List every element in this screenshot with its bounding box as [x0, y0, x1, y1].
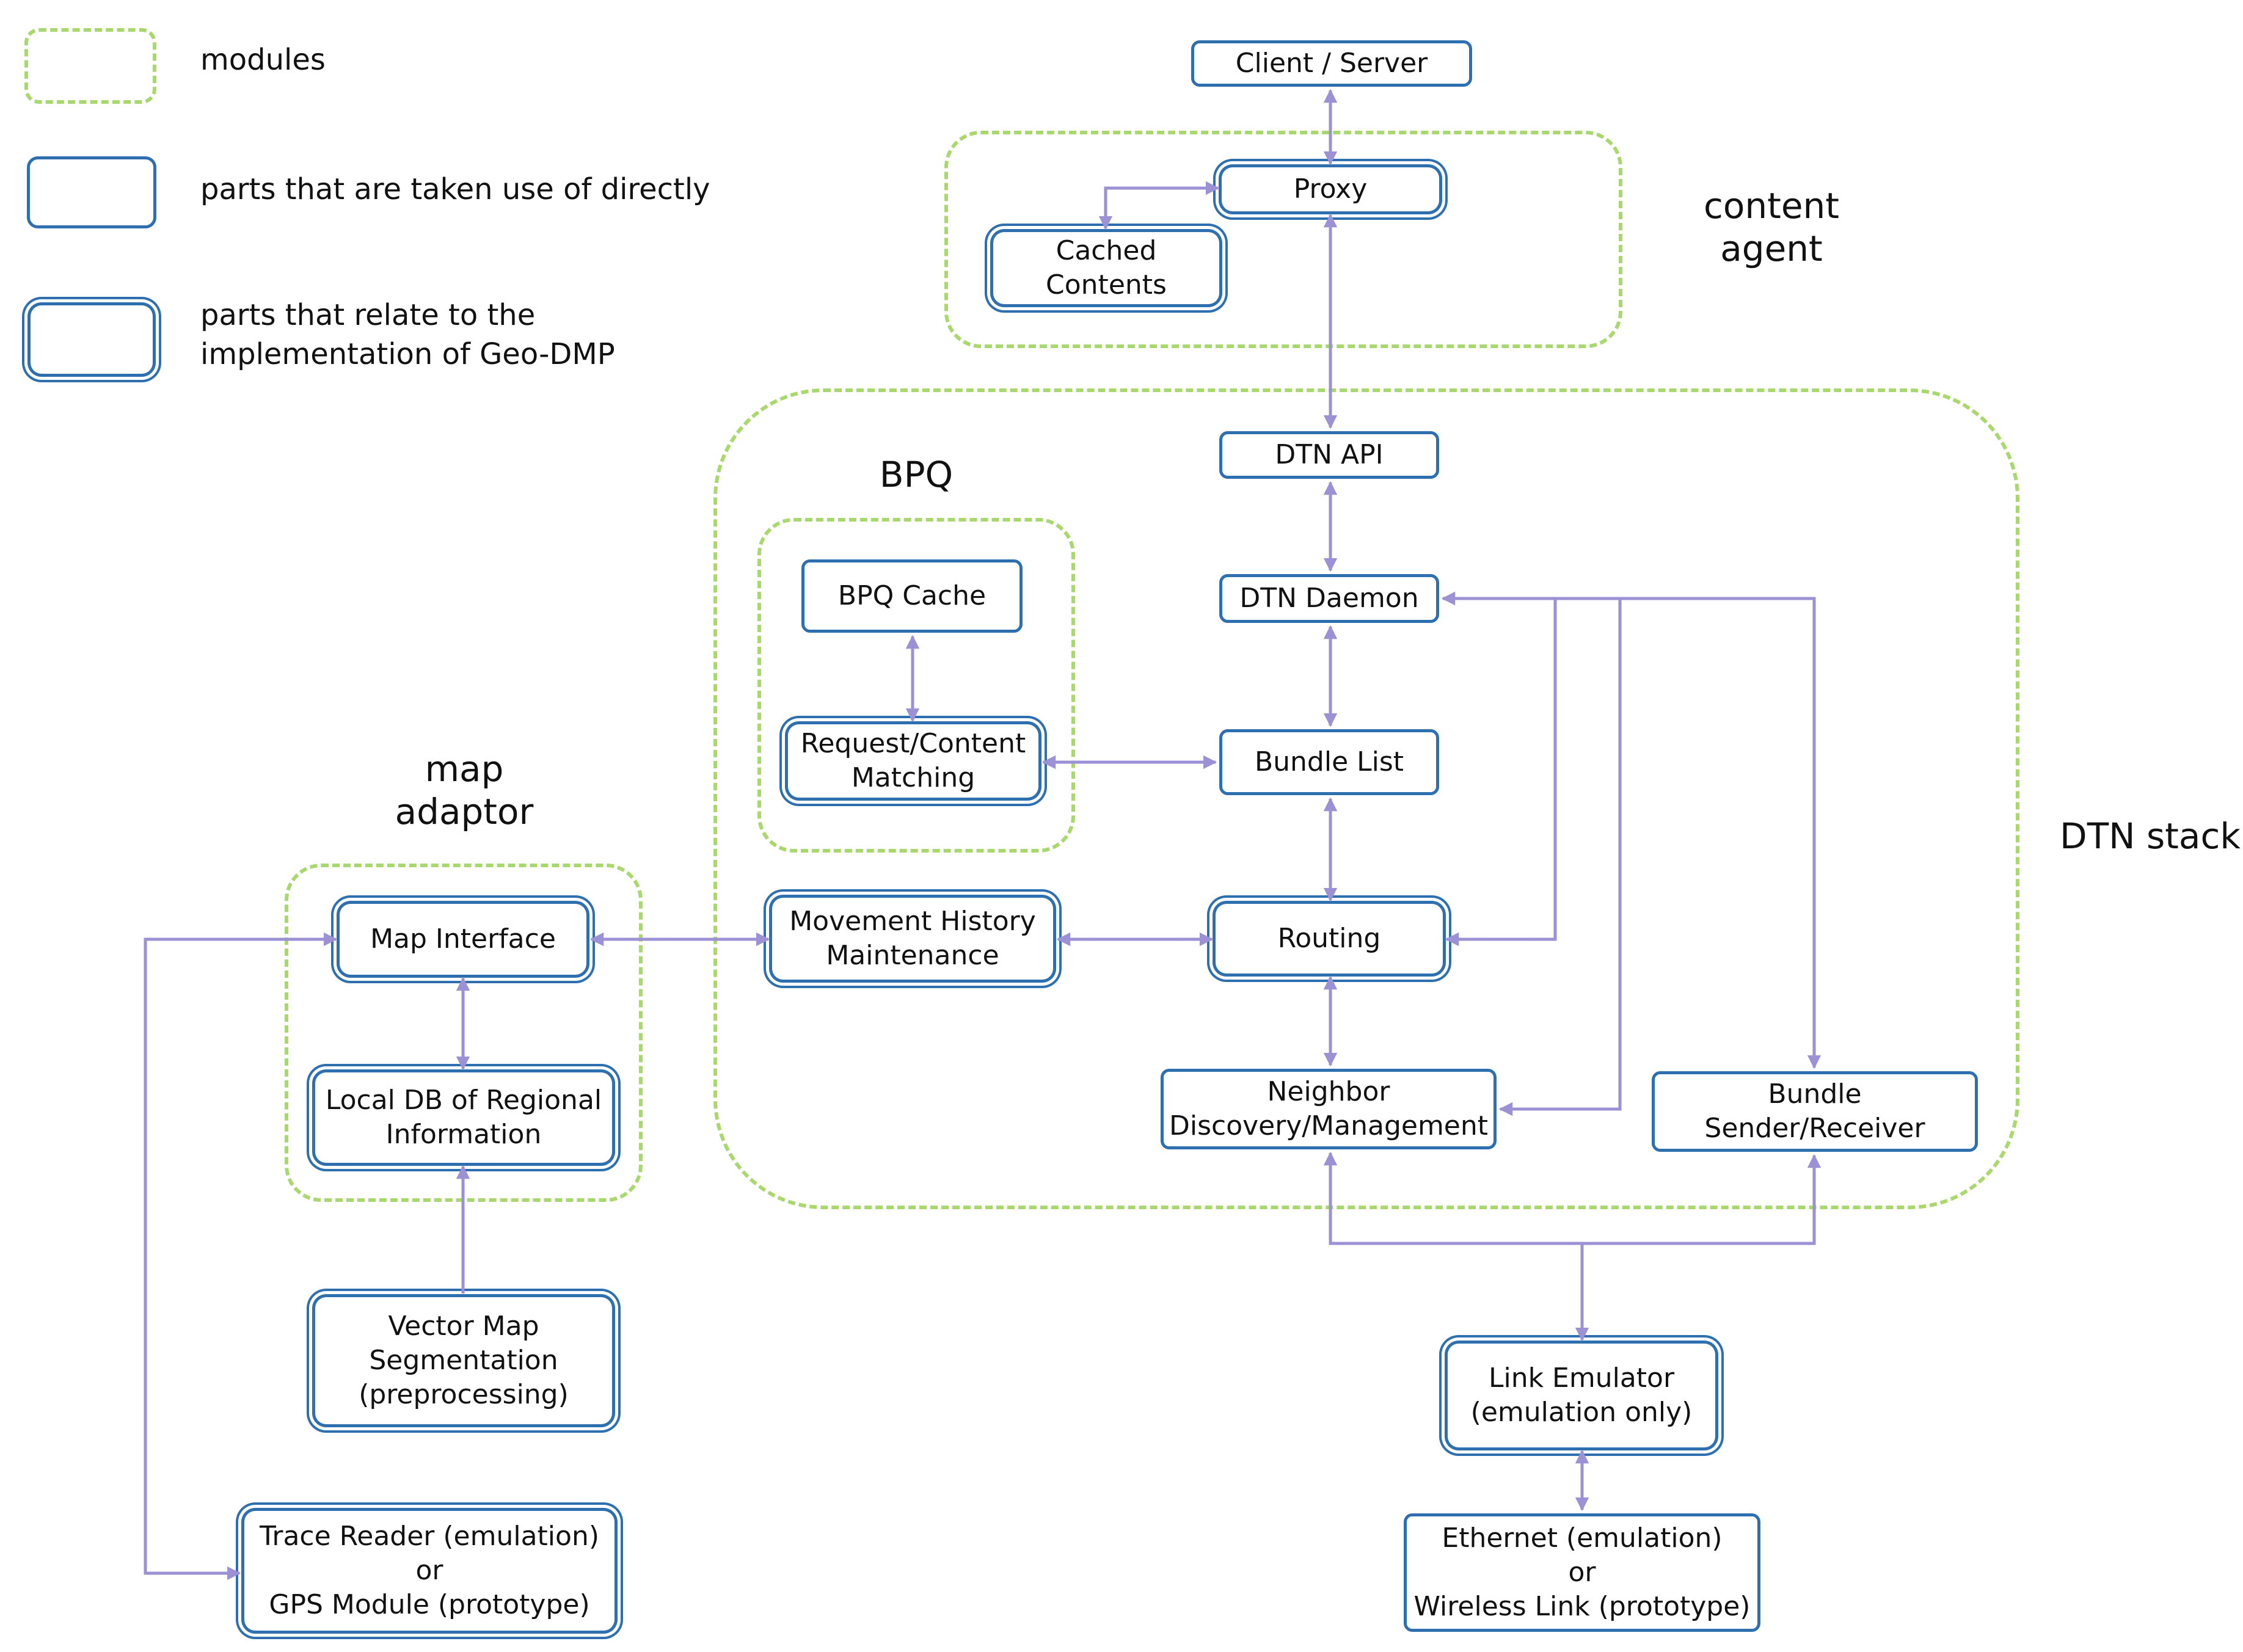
legend-modules-text: modules [200, 43, 326, 77]
local-db-box: Local DB of Regional Information [315, 1072, 612, 1163]
trace-reader-box: Trace Reader (emulation) or GPS Module (… [244, 1511, 615, 1631]
link-emulator-box: Link Emulator (emulation only) [1448, 1344, 1715, 1447]
map-interface-box: Map Interface [340, 904, 586, 975]
dtn-daemon-box: DTN Daemon [1219, 574, 1439, 623]
vector-map-box: Vector Map Segmentation (preprocessing) [315, 1297, 612, 1424]
bpq-module [757, 518, 1075, 853]
request-matching-box: Request/Content Matching [788, 724, 1038, 798]
neighbor-discovery-box: Neighbor Discovery/Management [1161, 1069, 1497, 1149]
content-agent-label: content agent [1703, 185, 1840, 269]
client-server-box: Client / Server [1191, 40, 1472, 87]
legend-module-swatch [24, 28, 156, 104]
dtn-stack-label: DTN stack [2060, 815, 2241, 857]
cached-contents-box: Cached Contents [993, 232, 1219, 304]
proxy-box: Proxy [1222, 167, 1439, 211]
content-agent-module [944, 131, 1622, 348]
bundle-list-box: Bundle List [1219, 729, 1439, 795]
bpq-cache-box: BPQ Cache [801, 559, 1023, 633]
legend-geo-swatch [31, 305, 153, 374]
legend-direct-swatch [27, 156, 156, 228]
legend-direct-text: parts that are taken use of directly [200, 172, 710, 206]
legend-geo-text: parts that relate to the implementation … [200, 298, 615, 371]
bundle-sender-box: Bundle Sender/Receiver [1652, 1071, 1978, 1152]
map-adaptor-label: map adaptor [395, 748, 534, 832]
movement-history-box: Movement History Maintenance [772, 898, 1053, 980]
dtn-api-box: DTN API [1219, 431, 1439, 479]
routing-box: Routing [1216, 904, 1443, 973]
bpq-label: BPQ [879, 454, 954, 495]
ethernet-box: Ethernet (emulation) or Wireless Link (p… [1404, 1513, 1760, 1632]
